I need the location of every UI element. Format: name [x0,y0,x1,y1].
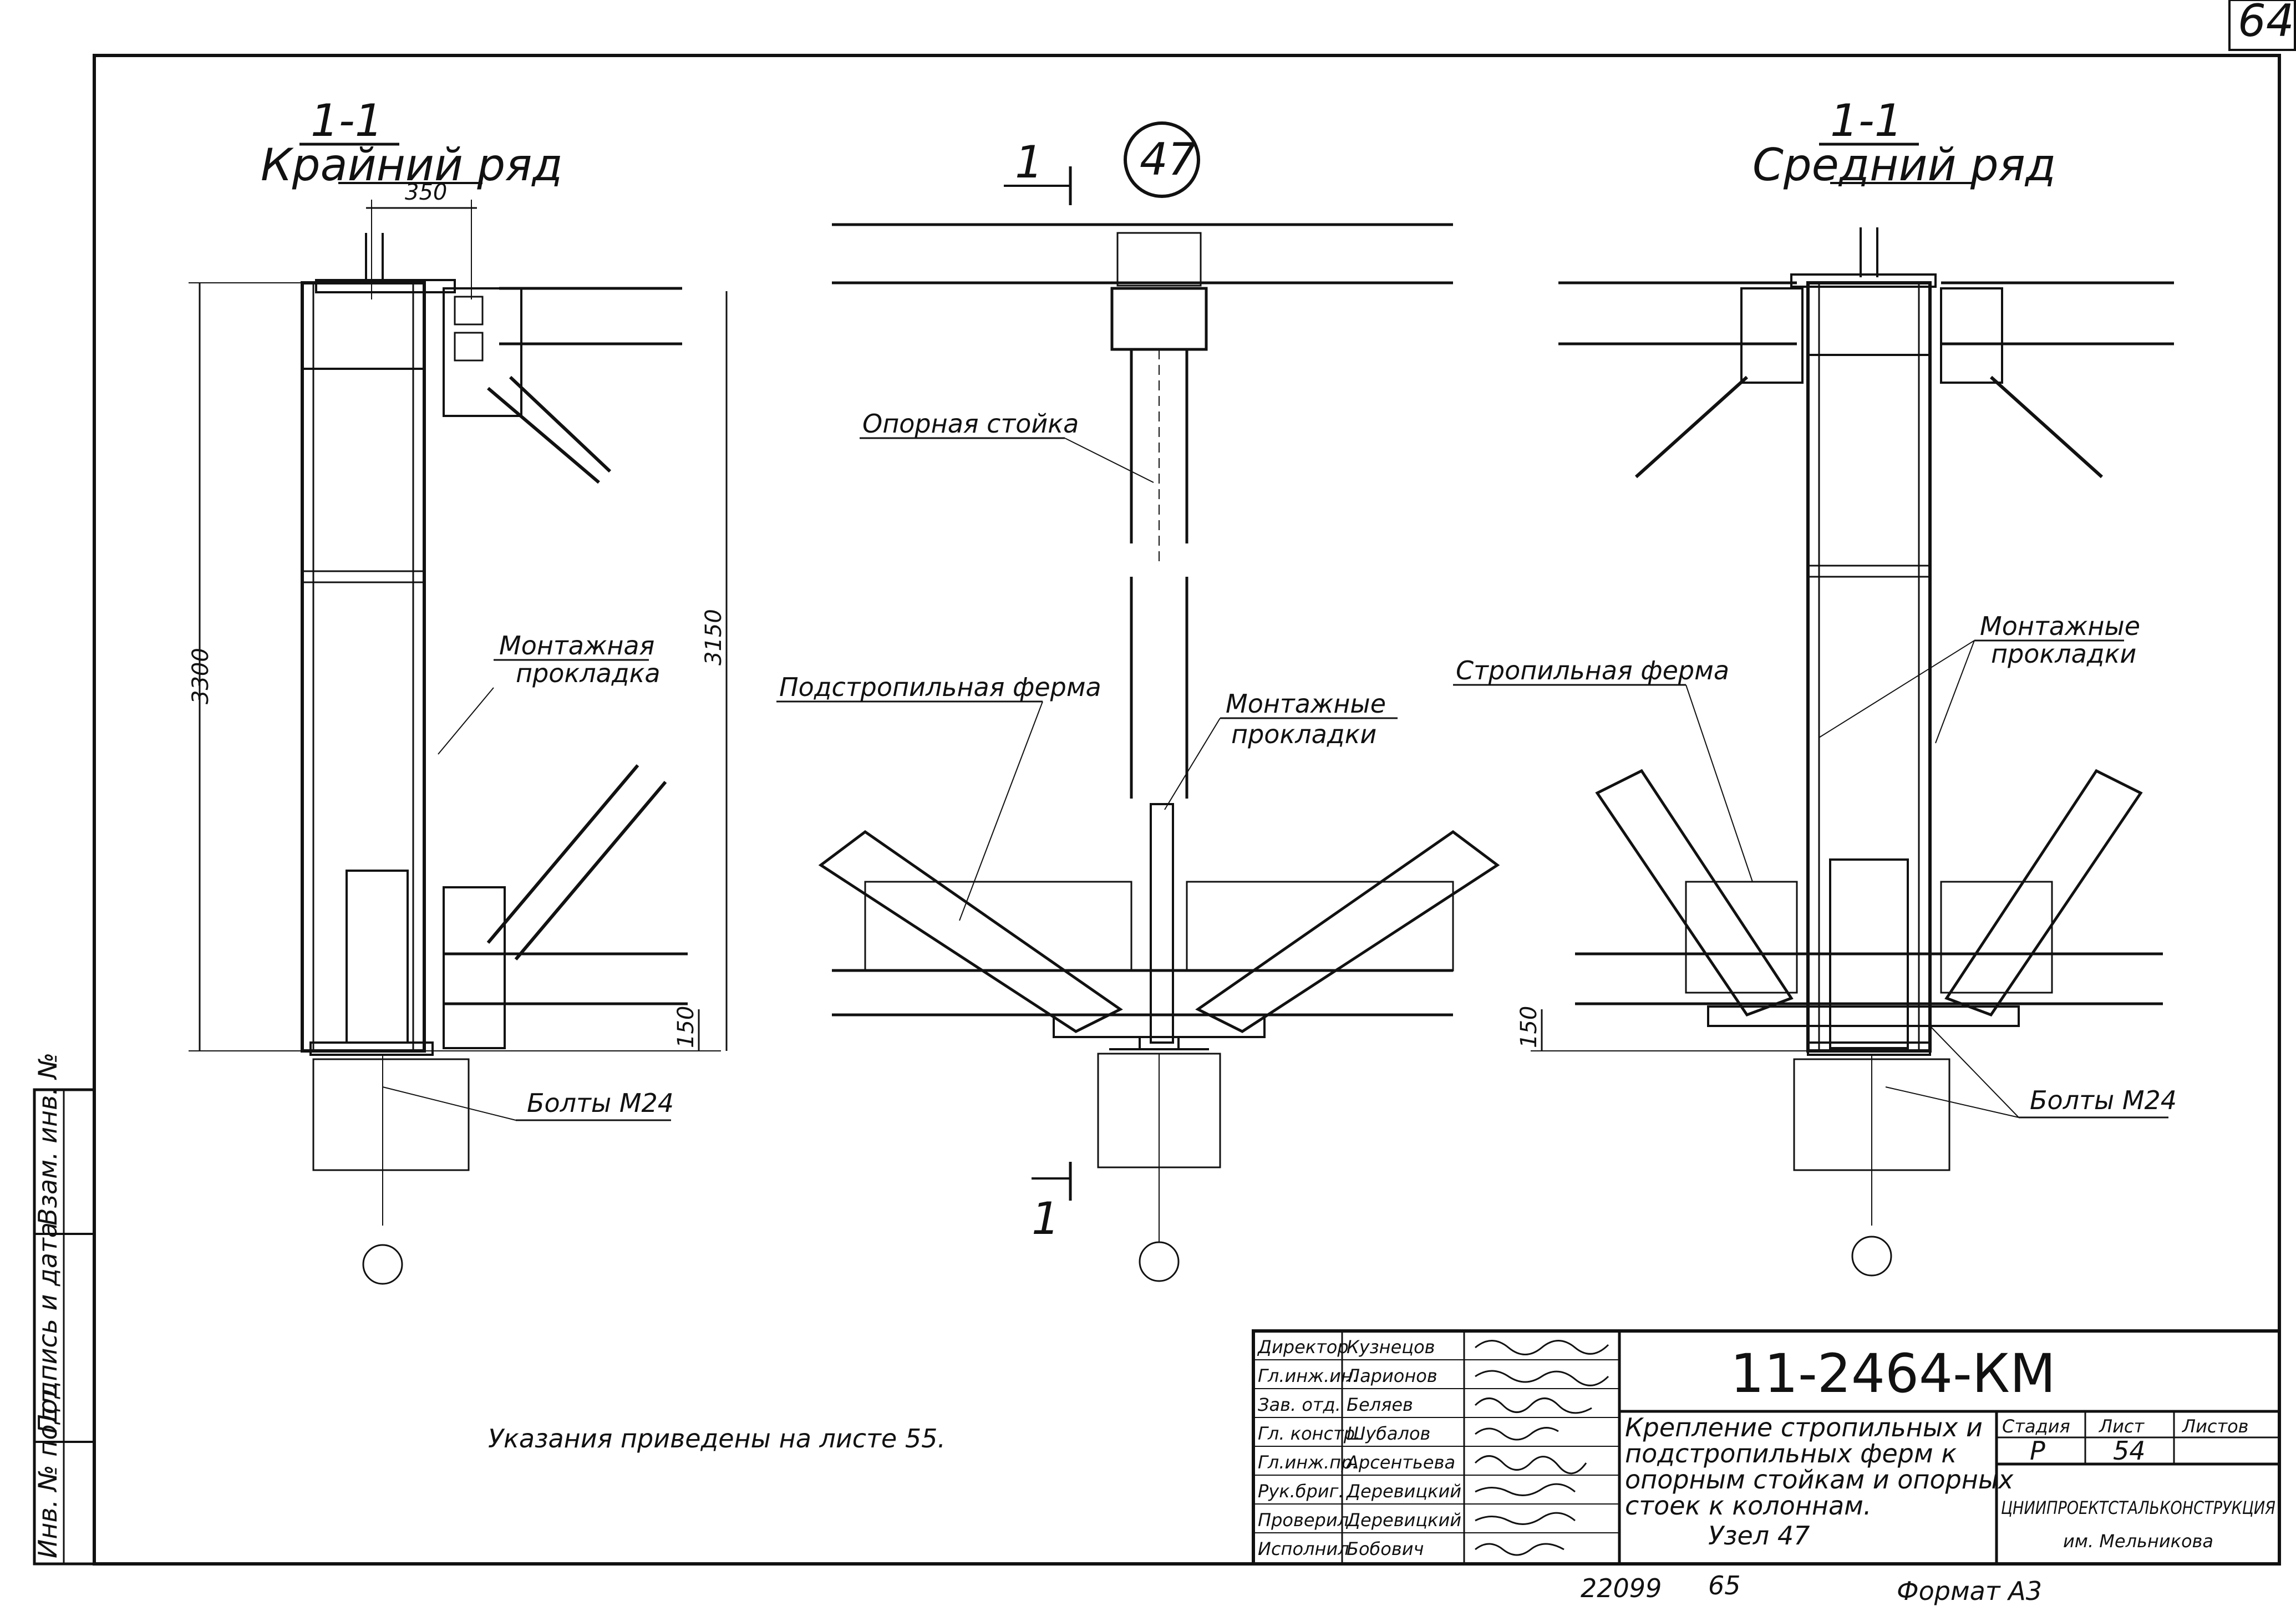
staff-role: Рук.бриг. [1258,1481,1344,1502]
left-view: 1-1 Крайний ряд 350 [188,95,728,1285]
center-label-pads-line2: прокладки [1231,719,1376,749]
left-dim-350: 350 [405,180,447,205]
right-label-bolts: Болты М24 [2030,1085,2177,1115]
right-dim-150: 150 [1516,1006,1542,1048]
staff-name: Шубалов [1347,1423,1430,1444]
side-stamp-cell-inv: Инв. № подл. [33,1383,63,1558]
drawing-frame [93,54,2281,1566]
sheet-value: 54 [2113,1436,2146,1466]
node-circle [1124,121,1200,198]
center-label-subtruss: Подстропильная ферма [779,672,1101,702]
staff-role: Зав. отд. [1258,1394,1341,1415]
description-line: подстропильных ферм к [1625,1439,1957,1468]
stage-header: Стадия [2002,1416,2070,1437]
note-text: Указания приведены на листе 55. [488,1424,946,1454]
designation: 11-2464-КМ [1730,1343,2056,1405]
org-name: ЦНИИПРОЕКТСТАЛЬКОНСТРУКЦИЯ [2001,1497,2275,1518]
center-label-post: Опорная стойка [862,409,1079,439]
staff-role: Директор [1257,1336,1349,1358]
staff-name: Беляев [1347,1394,1413,1415]
right-label-truss: Стропильная ферма [1456,655,1729,685]
right-label-pads-line1: Монтажные [1980,611,2140,641]
left-label-pad-line1: Монтажная [499,631,654,660]
side-stamp-cell-replace: Взам. инв. № [33,1053,63,1226]
left-dim-150: 150 [673,1006,699,1048]
staff-role: Гл. констр. [1258,1423,1360,1444]
staff-role: Гл.инж.ин. [1258,1365,1358,1386]
staff-role: Гл.инж.пр. [1258,1452,1358,1473]
page-number: 64 [2238,0,2294,47]
side-stamp: Инв. № подл. Подпись и дата Взам. инв. № [33,1053,96,1566]
page-number-box: 64 [2228,0,2296,51]
staff-rows: Директор Кузнецов Гл.инж.ин. Ларионов За… [1257,1336,1461,1559]
title-block: Директор Кузнецов Гл.инж.ин. Ларионов За… [1252,1329,2281,1566]
sheets-header: Листов [2182,1416,2249,1437]
staff-name: Бобович [1347,1538,1424,1559]
footer-format: Формат А3 [1897,1576,2042,1606]
staff-name: Деревицкий [1345,1510,1461,1531]
org-subtitle: им. Мельникова [2063,1531,2213,1552]
left-dim-3150: 3150 [701,609,727,665]
node-number: 47 [1140,134,1196,185]
staff-name: Кузнецов [1347,1336,1435,1358]
description-line: Крепление стропильных и [1625,1412,1983,1442]
staff-name: Ларионов [1346,1365,1437,1386]
footer-number: 65 [1708,1571,1741,1600]
right-section-mark: 1-1 [1830,95,1903,146]
staff-name: Деревицкий [1345,1481,1461,1502]
left-dim-3300: 3300 [188,648,214,704]
description-line: опорным стойкам и опорных [1625,1465,2014,1495]
stage-value: Р [2030,1436,2045,1466]
staff-role: Проверил [1258,1510,1349,1531]
left-label-bolts: Болты М24 [527,1088,674,1118]
right-label-pads-line2: прокладки [1991,639,2136,669]
footer-code: 22099 [1581,1573,1662,1603]
center-view: 47 1 1 Опорная стойка [776,121,1500,1282]
description-line: стоек к колоннам. [1625,1491,1871,1521]
staff-name: Арсентьева [1345,1452,1455,1473]
signatures [1474,1340,1609,1556]
description-line: Узел 47 [1708,1521,1810,1551]
center-label-pads-line1: Монтажные [1226,689,1386,719]
cut-mark-top: 1 [1015,136,1043,188]
cut-mark-bottom: 1 [1032,1193,1060,1244]
staff-role: Исполнил [1258,1538,1349,1559]
left-section-mark: 1-1 [311,95,383,146]
left-label-pad-line2: прокладка [516,658,661,688]
sheet-header: Лист [2099,1416,2145,1437]
right-view: 1-1 Средний ряд 150 [673,95,2177,1277]
side-stamp-cell-sign: Подпись и дата [33,1222,63,1434]
